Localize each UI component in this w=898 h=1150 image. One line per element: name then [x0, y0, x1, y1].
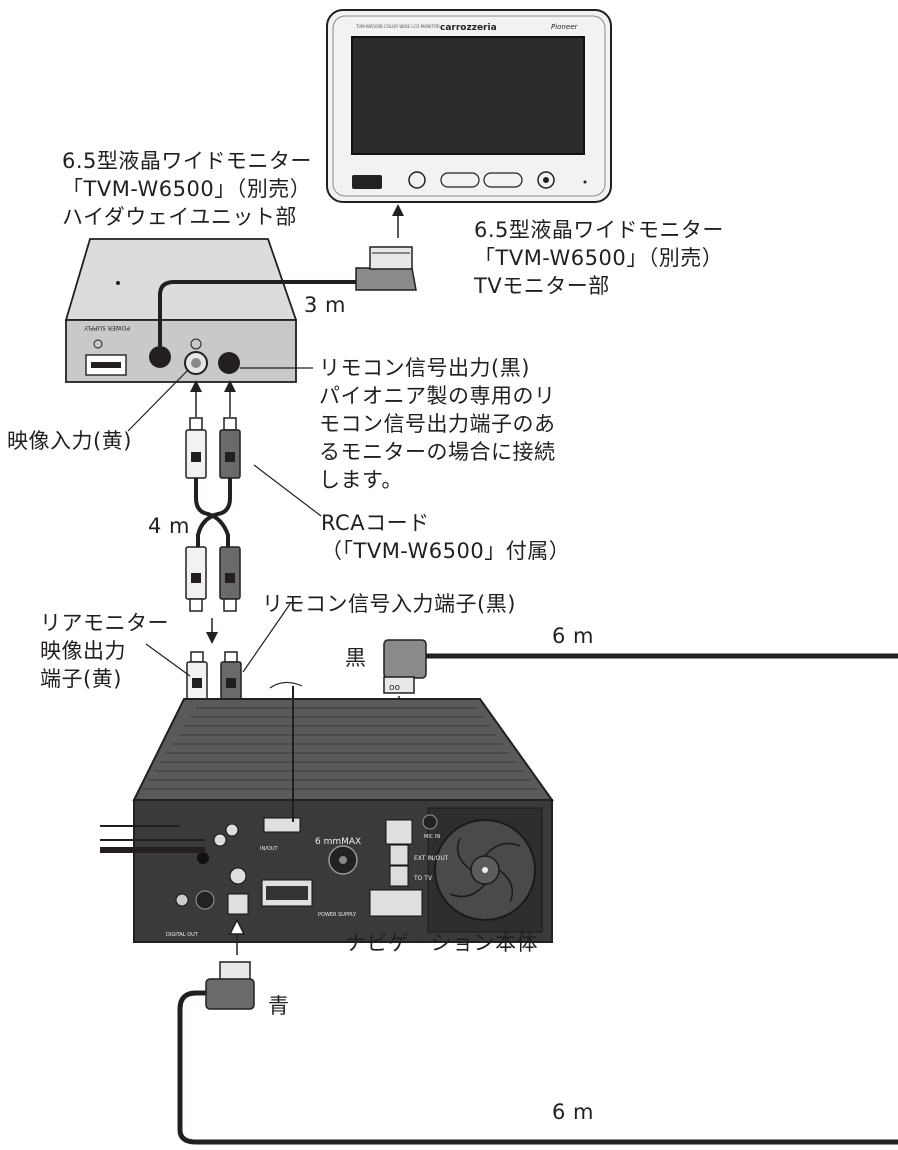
remote-out-line-1: リモコン信号出力(黒) — [319, 356, 530, 380]
hideaway-label-line-2: 「TVM-W6500」（別売） — [62, 177, 312, 201]
navi-inout-text: IN/OUT — [260, 846, 278, 852]
monitor-brand-text: carrozzeria — [440, 23, 497, 33]
hideaway-unit: POWER SUPPLY — [64, 238, 298, 383]
hideaway-label-line-1: 6.5型液晶ワイドモニター — [62, 149, 312, 173]
navi-digital-text: DIGITAL OUT — [166, 932, 199, 938]
remote-out-line-5: します。 — [319, 468, 403, 492]
monitor-label-line-2: 「TVM-W6500」（別売） — [474, 246, 724, 270]
navi-ext-text: EXT IN/OUT — [414, 855, 449, 862]
hideaway-power-text: POWER SUPPLY — [84, 324, 130, 331]
monitor-plug — [355, 246, 417, 291]
rear-monitor-out-label: リアモニター 映像出力 端子(黄) — [40, 609, 169, 693]
rca-cord — [185, 417, 241, 612]
hideaway-unit-label: 6.5型液晶ワイドモニター 「TVM-W6500」（別売） ハイダウェイユニット… — [62, 147, 312, 231]
length-6m-top-label: 6 m — [552, 624, 594, 648]
remote-out-line-4: るモニターの場合に接続 — [319, 440, 556, 464]
navigation-unit: MIC IN EXT IN/OUT TO TV 6 mmMAX IN/OUT P… — [132, 698, 554, 943]
navi-totv-text: TO TV — [413, 875, 433, 882]
rca-cord-line-2: （「TVM-W6500」付属） — [321, 539, 571, 563]
black-label: 黒 — [345, 646, 367, 670]
rear-out-line-2: 映像出力 — [40, 639, 126, 663]
rca-cord-line-1: RCAコード — [321, 511, 430, 535]
svg-text:oo: oo — [389, 683, 401, 693]
tv-monitor: carrozzeria Pioneer TVM-W6500B COLOR WID… — [326, 9, 612, 203]
monitor-model-text: TVM-W6500B COLOR WIDE LCD MONITOR — [355, 24, 440, 29]
blue-label: 青 — [268, 994, 290, 1018]
rear-out-line-1: リアモニター — [40, 611, 169, 635]
hideaway-label-line-3: ハイダウェイユニット部 — [62, 205, 297, 229]
remote-out-label: リモコン信号出力(黒) パイオニア製の専用のリ モコン信号出力端子のあ るモニタ… — [319, 354, 556, 494]
tv-monitor-label: 6.5型液晶ワイドモニター 「TVM-W6500」（別売） TVモニター部 — [474, 216, 724, 300]
black-cable: oo — [383, 639, 898, 694]
navi-unit-label: ナビゲーション本体 — [345, 931, 539, 955]
length-6m-bottom-label: 6 m — [552, 1100, 594, 1124]
rca-cord-label: RCAコード （「TVM-W6500」付属） — [321, 509, 570, 565]
length-4m-label: 4 m — [148, 514, 190, 538]
monitor-label-line-1: 6.5型液晶ワイドモニター — [474, 218, 724, 242]
video-in-label: 映像入力(黄) — [7, 429, 132, 453]
navi-mic-text: MIC IN — [424, 834, 440, 840]
navi-power-text: POWER SUPPLY — [318, 912, 357, 918]
monitor-maker-text: Pioneer — [551, 23, 578, 31]
remote-in-label: リモコン信号入力端子(黒) — [262, 592, 516, 616]
monitor-label-line-3: TVモニター部 — [474, 274, 610, 298]
rear-out-line-3: 端子(黄) — [40, 667, 122, 691]
navi-max-text: 6 mmMAX — [315, 837, 361, 847]
remote-out-line-3: モコン信号出力端子のあ — [319, 412, 556, 436]
blue-cable — [177, 961, 898, 1145]
length-3m-label: 3 m — [304, 293, 346, 317]
remote-out-line-2: パイオニア製の専用のリ — [319, 384, 556, 408]
